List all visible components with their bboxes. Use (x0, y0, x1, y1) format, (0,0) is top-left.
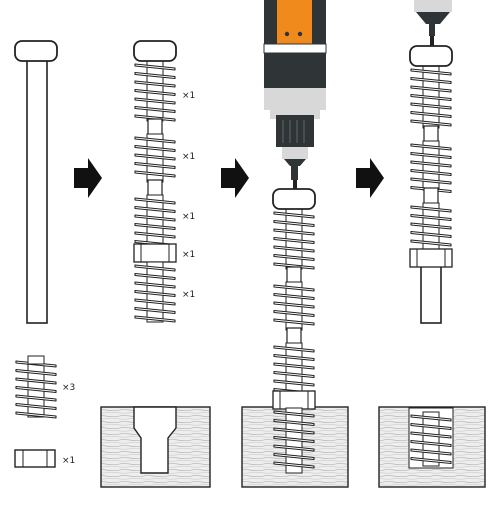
threaded-insert (15, 357, 57, 419)
bolt-shaft (26, 59, 48, 324)
insert-sleeve (423, 187, 439, 205)
threaded-insert (273, 342, 315, 396)
right-arrow-icon (74, 158, 102, 198)
bolt-head (133, 40, 177, 62)
hex-nut (409, 248, 453, 268)
bolt-head (14, 40, 58, 62)
threaded-insert (134, 194, 176, 248)
bolt-shaft (420, 265, 442, 324)
quantity-label: ×1 (182, 290, 195, 300)
quantity-label: ×1 (182, 91, 195, 101)
insert-sleeve (147, 118, 163, 136)
insert-sleeve (423, 125, 439, 143)
threaded-insert (410, 65, 452, 129)
quantity-label: ×3 (62, 383, 75, 393)
step1-bolt (14, 40, 58, 324)
material-with-hole (100, 406, 211, 488)
hex-nut (14, 449, 56, 468)
threaded-insert (410, 411, 452, 467)
hex-nut (133, 243, 177, 263)
step3-drilling (241, 0, 349, 488)
parts-list: ×3 ×1 (14, 355, 75, 468)
threaded-insert (273, 407, 315, 474)
insert-sleeve (286, 327, 302, 345)
insert-sleeve (286, 266, 302, 284)
insert-sleeve (147, 179, 163, 197)
threaded-insert (410, 140, 452, 194)
right-arrow-icon (221, 158, 249, 198)
bolt-head (272, 188, 316, 210)
power-drill-icon (414, 0, 452, 46)
threaded-insert (134, 60, 176, 122)
step2-assembly: ×1 ×1 ×1 ×1 ×1 (133, 40, 195, 323)
threaded-insert (273, 208, 315, 270)
threaded-insert (410, 202, 452, 251)
quantity-label: ×1 (182, 212, 195, 222)
threaded-insert (134, 133, 176, 183)
threaded-insert (273, 281, 315, 331)
step4-finished (378, 0, 486, 488)
quantity-label: ×1 (182, 250, 195, 260)
right-arrow-icon (356, 158, 384, 198)
quantity-label: ×1 (62, 456, 75, 466)
hex-nut (272, 390, 316, 410)
bolt-head (409, 45, 453, 67)
power-drill-icon (263, 0, 327, 189)
threaded-insert (134, 261, 176, 323)
quantity-label: ×1 (182, 152, 195, 162)
